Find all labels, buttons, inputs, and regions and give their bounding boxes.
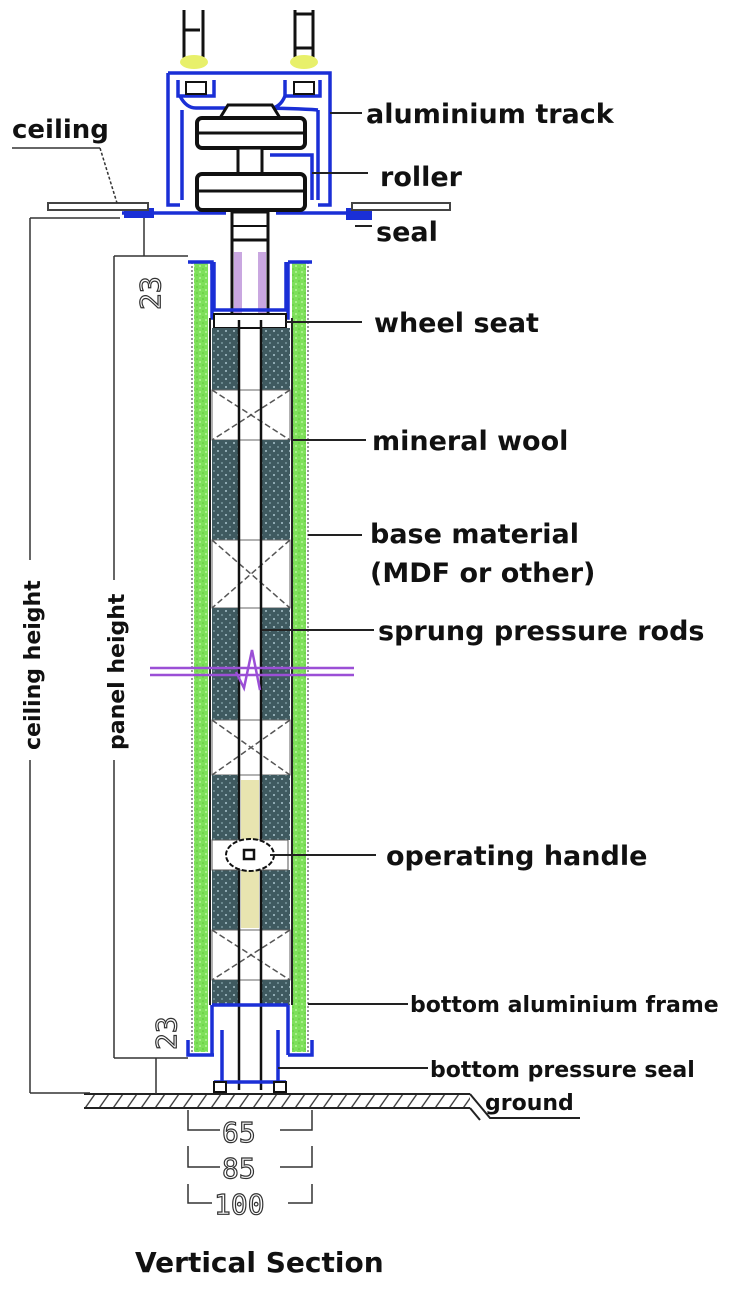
threaded-rod-right <box>258 252 266 318</box>
mineral-wool-block <box>212 870 239 930</box>
bolt-washer-left <box>180 55 208 69</box>
cross-brace-line <box>211 539 291 609</box>
cross-brace-line <box>211 539 291 609</box>
cross-brace-line <box>211 929 291 981</box>
wheel-seat <box>213 313 287 329</box>
bolt-heads <box>185 81 315 95</box>
panel-core <box>209 318 293 1005</box>
mineral-wool-block <box>261 775 290 840</box>
hanger-bolt-right <box>290 10 318 69</box>
bolt-washer-right <box>290 55 318 69</box>
mineral-wool-block <box>212 328 239 390</box>
dim-bottom-gap: 23 <box>150 1016 183 1050</box>
label-ceiling-height: ceiling height <box>21 580 46 750</box>
dim-width-100: 100 <box>214 1188 265 1221</box>
handle-springs <box>241 780 259 928</box>
dim-width-85: 85 <box>222 1152 256 1185</box>
label-bottom-pressure-seal: bottom pressure seal <box>430 1058 695 1083</box>
label-base-material: base material <box>370 519 579 550</box>
mineral-wool-block <box>261 440 290 540</box>
mineral-wool-block <box>212 608 239 720</box>
label-seal: seal <box>376 217 438 248</box>
dim-width-65: 65 <box>222 1116 256 1149</box>
sprung-pressure-rods <box>237 320 263 1090</box>
dim-top-gap: 23 <box>134 276 167 310</box>
label-mineral-wool: mineral wool <box>372 426 568 457</box>
mineral-wool-block <box>212 775 239 840</box>
label-operating-handle: operating handle <box>386 841 647 872</box>
hanger-bolt-left <box>180 10 208 69</box>
label-ceiling: ceiling <box>12 115 109 145</box>
label-wheel-seat: wheel seat <box>374 308 539 339</box>
mineral-wool-block <box>261 870 290 930</box>
bottom-aluminium-frame <box>186 1003 314 1093</box>
panel-height-dimension <box>113 255 188 1059</box>
width-dimensions <box>187 1110 313 1204</box>
label-panel-height: panel height <box>105 593 130 750</box>
cross-brace-line <box>211 389 291 441</box>
diagram-title: Vertical Section <box>135 1246 384 1279</box>
ground <box>84 1093 580 1121</box>
mineral-wool-block <box>261 980 290 1005</box>
mineral-wool-block <box>212 440 239 540</box>
mineral-wool-block <box>212 980 239 1005</box>
label-base-material-note: (MDF or other) <box>370 558 595 589</box>
label-bottom-aluminium-frame: bottom aluminium frame <box>410 993 719 1018</box>
label-roller: roller <box>380 162 463 193</box>
ceiling-height-dimension <box>29 217 120 1094</box>
wheel-shaft <box>230 210 270 322</box>
label-ground: ground <box>485 1091 574 1116</box>
label-sprung-pressure-rods: sprung pressure rods <box>378 616 705 647</box>
operating-handle <box>211 838 289 872</box>
mineral-wool-block <box>261 328 290 390</box>
label-aluminium-track: aluminium track <box>366 99 615 130</box>
break-line <box>150 649 354 692</box>
cross-brace-cavity <box>211 539 291 609</box>
leader-lines <box>262 112 428 1069</box>
cross-brace-line <box>211 719 291 776</box>
mineral-wool-block <box>261 608 290 720</box>
threaded-rod-left <box>234 252 242 318</box>
ceiling <box>12 147 451 211</box>
roller <box>195 103 307 212</box>
